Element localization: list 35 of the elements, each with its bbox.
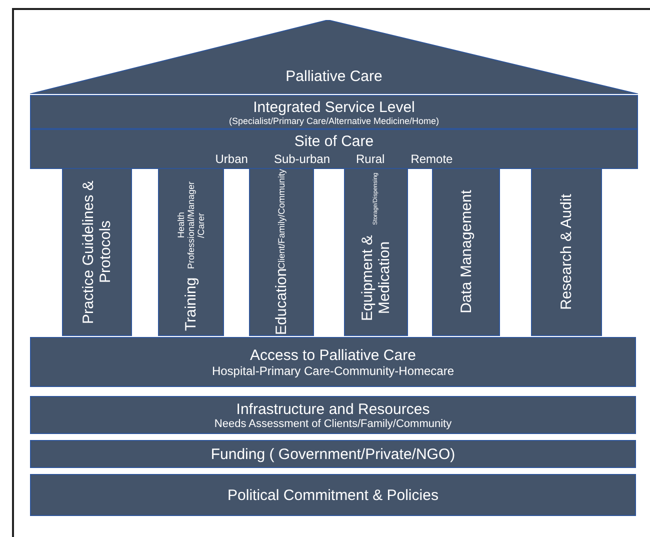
pillar-title: Research & Audit (558, 194, 575, 310)
band-title: Access to Palliative Care (250, 346, 416, 364)
band-title: Integrated Service Level (253, 98, 415, 116)
band-subtitle: Needs Assessment of Clients/Family/Community (214, 418, 452, 430)
pillar-title: Training (182, 277, 200, 331)
band-subtitle: (Specialist/Primary Care/Alternative Medicine/Home) (228, 116, 440, 126)
level-band (30, 440, 636, 468)
band-title: Funding ( Government/Private/NGO) (210, 446, 456, 462)
pillar-column (158, 168, 224, 336)
roof-triangle (30, 20, 638, 94)
pillar-column (249, 168, 314, 336)
pillar-subtitle: Health Professional/Manager /Carer (176, 180, 206, 271)
pillar-title: Data Management (458, 190, 474, 314)
roof-title: Palliative Care (284, 68, 384, 85)
level-band (30, 396, 636, 434)
pillar-column (531, 168, 602, 336)
level-band (30, 474, 636, 516)
pillar-column (344, 168, 408, 336)
pillar-column (62, 168, 132, 336)
pillar-title: Practice Guidelines & Protocols (80, 179, 114, 326)
band-title: Site of Care (294, 132, 374, 150)
level-band (30, 129, 638, 169)
site-label: Rural (356, 152, 385, 166)
pillar-subtitle: Client/Family/Community (276, 168, 286, 269)
pillar-column (432, 168, 500, 336)
level-band (30, 95, 638, 129)
level-band (30, 337, 636, 387)
site-label: Urban (215, 152, 248, 166)
site-label: Remote (410, 152, 453, 166)
band-subtitle: Hospital-Primary Care-Community-Homecare (212, 364, 454, 378)
pillar-title: Education (273, 268, 290, 336)
band-title: Political Commitment & Policies (228, 486, 438, 504)
pillar-title: Equipment & Medication (359, 234, 393, 324)
band-title: Infrastructure and Resources (236, 400, 430, 418)
site-label: Sub-urban (274, 152, 330, 166)
